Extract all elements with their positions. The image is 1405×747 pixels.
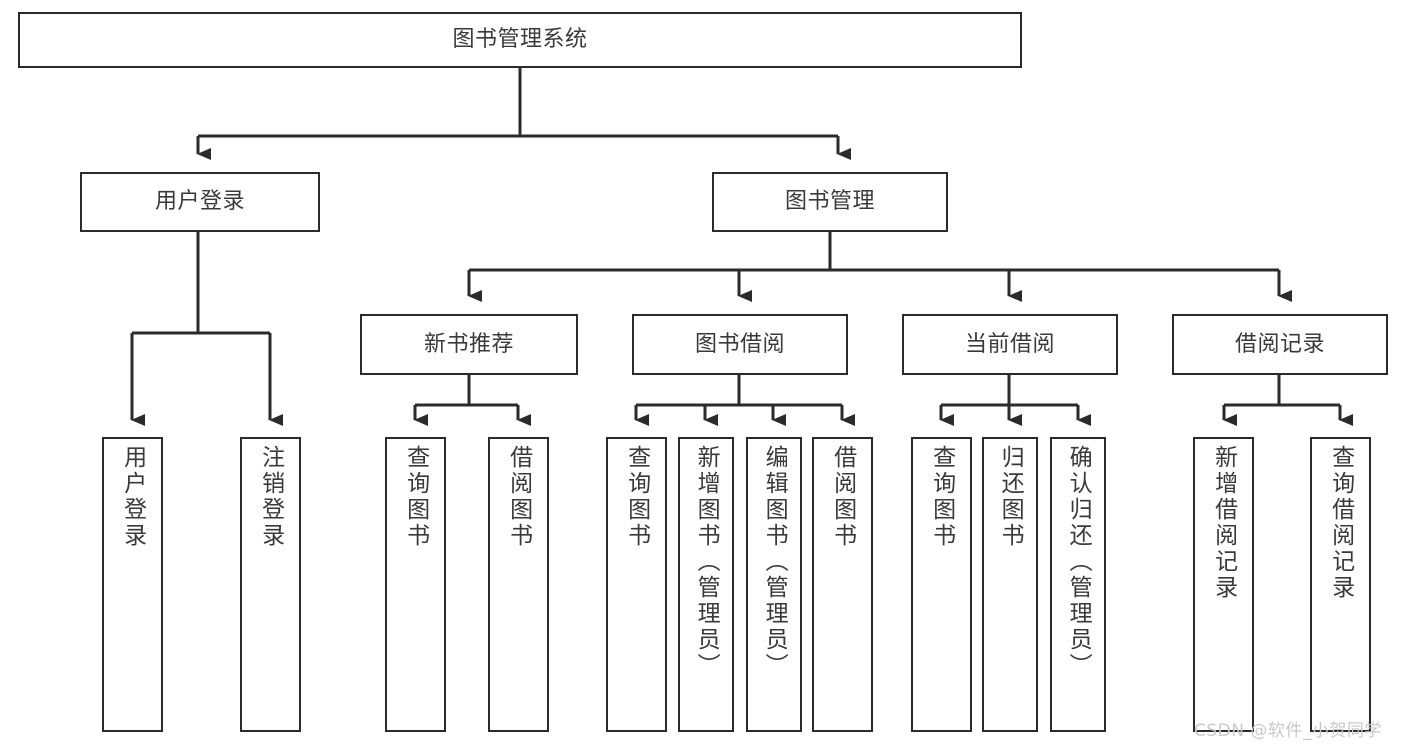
node-book-borrow-label: 图书借阅 xyxy=(694,331,785,357)
node-user-login-label: 用户登录 xyxy=(154,189,245,215)
node-leaf-user-login-label: 用户登录 xyxy=(119,445,146,549)
node-leaf-confirm-return-admin[interactable]: 确认归还（管理员） xyxy=(1050,437,1106,732)
node-borrow-record[interactable]: 借阅记录 xyxy=(1172,314,1388,375)
node-book-management-label: 图书管理 xyxy=(784,189,875,215)
node-leaf-logout-label: 注销登录 xyxy=(257,445,284,549)
node-leaf-return-book-label: 归还图书 xyxy=(997,445,1024,549)
node-leaf-query-book-current-label: 查询图书 xyxy=(928,445,955,549)
node-current-borrow-label: 当前借阅 xyxy=(964,331,1055,357)
node-current-borrow[interactable]: 当前借阅 xyxy=(902,314,1118,375)
node-leaf-return-book[interactable]: 归还图书 xyxy=(982,437,1038,732)
node-leaf-add-borrow-record[interactable]: 新增借阅记录 xyxy=(1193,437,1254,732)
node-leaf-add-book-admin-label: 新增图书（管理员） xyxy=(693,445,720,679)
node-leaf-add-book-admin[interactable]: 新增图书（管理员） xyxy=(678,437,734,732)
node-leaf-edit-book-admin-label: 编辑图书（管理员） xyxy=(761,445,788,679)
node-book-management[interactable]: 图书管理 xyxy=(712,172,948,232)
node-new-book-recommend-label: 新书推荐 xyxy=(423,331,514,357)
node-leaf-borrow-book-label: 借阅图书 xyxy=(829,445,856,549)
csdn-watermark: CSDN @软件_小贺同学 xyxy=(1194,721,1382,741)
node-leaf-query-book-borrow[interactable]: 查询图书 xyxy=(606,437,667,732)
node-leaf-borrow-book-new[interactable]: 借阅图书 xyxy=(488,437,549,732)
node-leaf-add-borrow-record-label: 新增借阅记录 xyxy=(1210,445,1237,601)
node-leaf-query-book-new[interactable]: 查询图书 xyxy=(385,437,446,732)
node-new-book-recommend[interactable]: 新书推荐 xyxy=(360,314,578,375)
node-leaf-query-book-borrow-label: 查询图书 xyxy=(623,445,650,549)
node-user-login[interactable]: 用户登录 xyxy=(80,172,320,232)
node-leaf-query-book-new-label: 查询图书 xyxy=(402,445,429,549)
node-root[interactable]: 图书管理系统 xyxy=(18,12,1022,68)
node-leaf-query-book-current[interactable]: 查询图书 xyxy=(911,437,972,732)
node-leaf-borrow-book-new-label: 借阅图书 xyxy=(505,445,532,549)
node-leaf-query-borrow-record-label: 查询借阅记录 xyxy=(1327,445,1354,601)
node-leaf-borrow-book[interactable]: 借阅图书 xyxy=(812,437,873,732)
node-leaf-query-borrow-record[interactable]: 查询借阅记录 xyxy=(1310,437,1371,732)
node-leaf-logout[interactable]: 注销登录 xyxy=(240,437,301,732)
node-leaf-user-login[interactable]: 用户登录 xyxy=(102,437,163,732)
node-book-borrow[interactable]: 图书借阅 xyxy=(632,314,848,375)
node-leaf-confirm-return-admin-label: 确认归还（管理员） xyxy=(1065,445,1092,679)
node-root-label: 图书管理系统 xyxy=(452,27,588,53)
node-leaf-edit-book-admin[interactable]: 编辑图书（管理员） xyxy=(746,437,802,732)
node-borrow-record-label: 借阅记录 xyxy=(1234,331,1325,357)
